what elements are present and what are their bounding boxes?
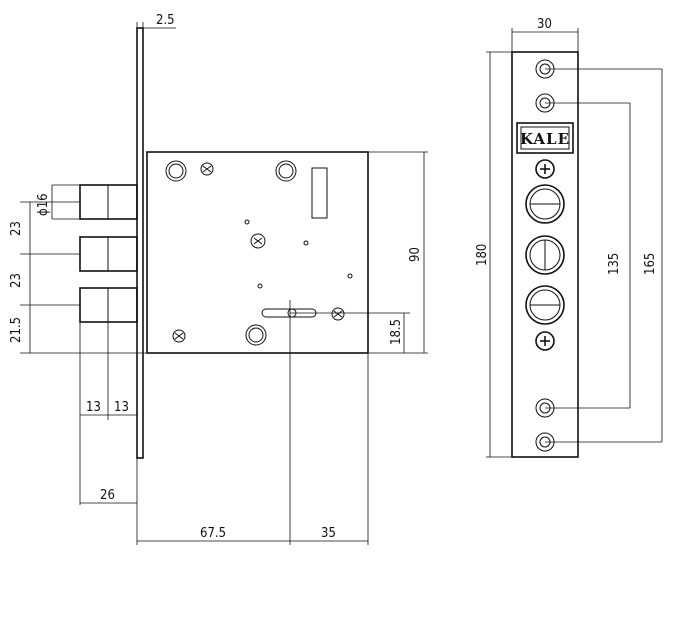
- dim-faceplate-thickness: 2.5: [156, 13, 175, 28]
- faceplate-side: [136, 27, 144, 459]
- dim-bolt-diameter: ϕ16: [36, 193, 51, 216]
- dim-bolt-bottom-offset: 21.5: [9, 317, 24, 343]
- dim-screw-span-outer: 165: [643, 253, 658, 275]
- lock-case: [146, 151, 369, 354]
- dim-faceplate-width: 30: [537, 17, 552, 32]
- case-features: [165, 160, 353, 346]
- brand-logo-text: KALE: [520, 130, 570, 148]
- front-view: KALE: [475, 17, 663, 458]
- faceplate-front: [511, 51, 579, 458]
- side-dimension-lines: [20, 22, 428, 545]
- dim-bolt-offset-2: 13: [114, 400, 129, 415]
- dim-bolt-throw: 26: [100, 488, 115, 503]
- side-view: 2.5 ϕ16 23 23 21.5 13 13 26 67.5 35 90 1…: [9, 13, 428, 545]
- bolts: [79, 184, 138, 323]
- dim-bolt-pitch-2: 23: [9, 273, 24, 288]
- bolt-openings: [525, 184, 565, 325]
- dim-backset: 67.5: [200, 526, 226, 541]
- dim-keyhole-height: 18.5: [389, 319, 404, 345]
- brand-logo: KALE: [516, 122, 574, 154]
- dim-case-height: 90: [408, 247, 423, 262]
- dim-screw-span-inner: 135: [607, 253, 622, 275]
- dim-bolt-pitch-1: 23: [9, 221, 24, 236]
- cross-screws: [535, 159, 555, 351]
- dim-faceplate-height: 180: [475, 244, 490, 266]
- front-dimension-lines: [486, 28, 663, 458]
- dim-bolt-offset-1: 13: [86, 400, 101, 415]
- dim-case-remaining: 35: [321, 526, 336, 541]
